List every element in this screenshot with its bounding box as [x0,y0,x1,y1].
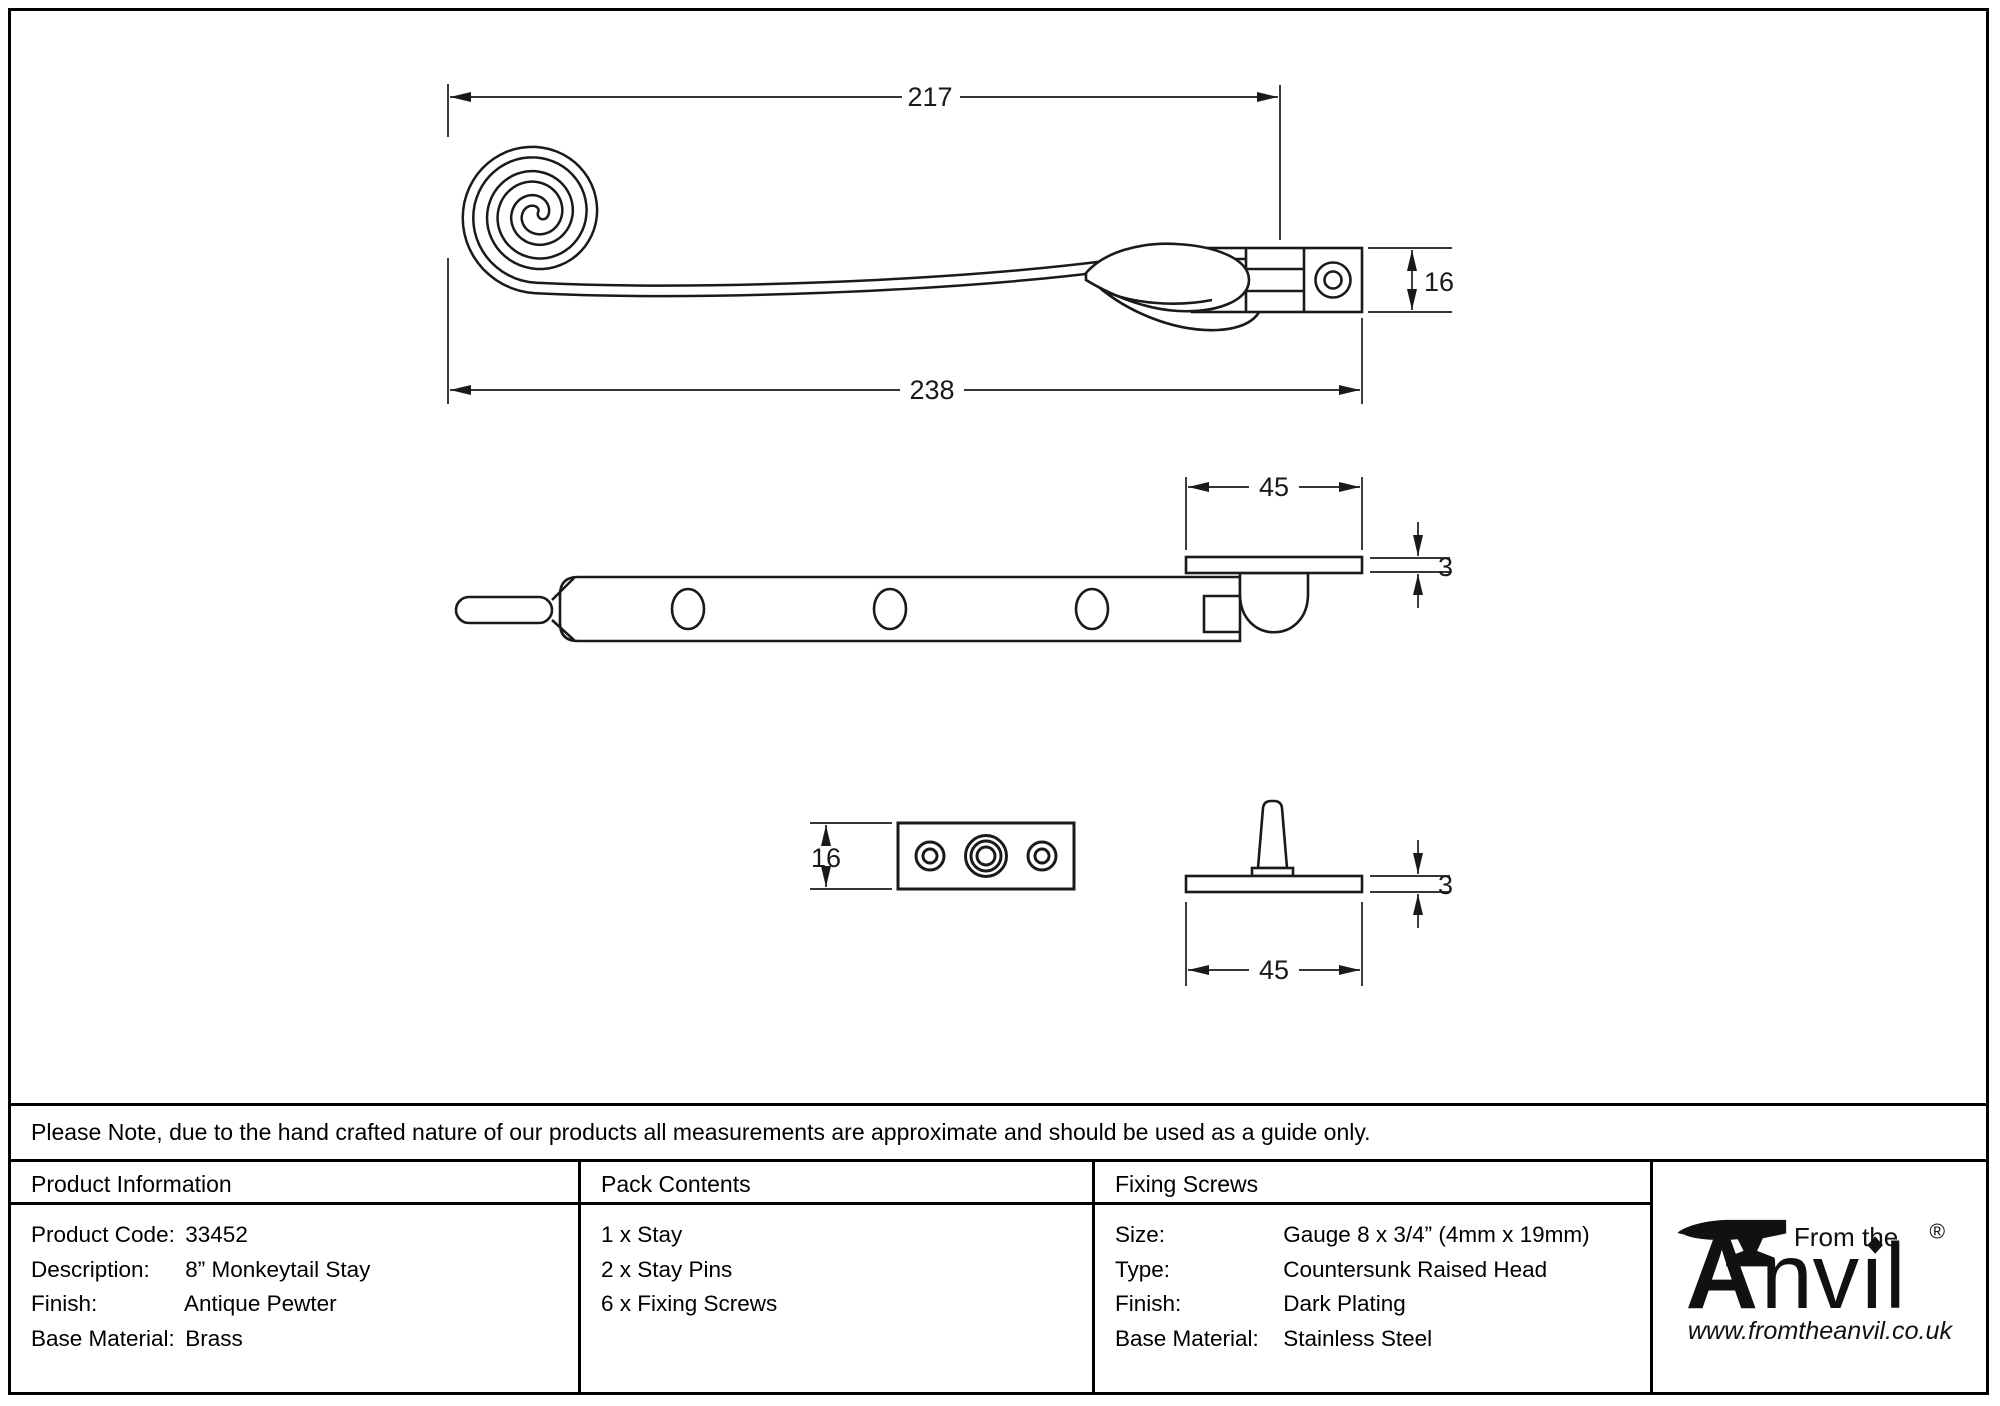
bar-hole-3 [1074,587,1110,631]
pack-item-stay-pins: 2 x Stay Pins [601,1256,733,1282]
anvil-icon [1677,1219,1786,1266]
screw-type-label: Type: [1115,1256,1171,1282]
pack-contents-header: Pack Contents [578,1162,1092,1205]
dim-label-238: 238 [909,375,954,405]
brand-url: www.fromtheanvil.co.uk [1687,1316,1953,1344]
drawing-area: 217 238 16 45 3 16 3 45 [11,11,1986,1103]
screw-finish-label: Finish: [1115,1291,1182,1316]
stay-side-view [461,145,1364,332]
from-the-anvil-logo: From the A nvıl ® www.fromtheanvil.co.uk [1677,1217,1953,1344]
finish-label: Finish: [31,1291,98,1316]
brand-logo: From the A nvıl ® www.fromtheanvil.co.uk [1650,1162,1986,1392]
product-information-body: Product Code: 33452 Description: 8” Monk… [11,1205,578,1392]
bar-slot [1202,594,1240,634]
description-value: 8” Monkeytail Stay [185,1256,371,1282]
fixing-screws-header: Fixing Screws [1092,1162,1650,1205]
teardrop-end [1084,242,1251,313]
pin-base-plate [1184,874,1364,894]
base-material-row: Base Material: Brass [31,1322,578,1357]
dim-label-45-keeper: 45 [1259,472,1289,502]
dim-label-16-pin-plate: 16 [811,843,841,873]
keeper-plate [1184,555,1364,575]
pin-plate-hole-left-inner [921,847,939,865]
pin-boss-mid [969,839,1003,873]
teardrop-inner-line [1101,288,1213,305]
pin-side-view [1184,799,1364,894]
dim-label-3-pin-plate: 3 [1438,870,1453,900]
keeper-hook [1238,571,1310,634]
bracket-screw-hole-inner [1323,270,1343,290]
bracket-screw-hole-outer [1314,261,1352,299]
measurement-note: Please Note, due to the hand crafted nat… [11,1103,1986,1159]
technical-drawing: 217 238 16 45 3 16 3 45 [447,82,1454,986]
sheet-frame: 217 238 16 45 3 16 3 45 Please Note, due… [8,8,1989,1395]
screw-base-material-value: Stainless Steel [1283,1325,1433,1351]
fixing-screws-body: Size: Gauge 8 x 3/4” (4mm x 19mm) Type: … [1092,1205,1650,1392]
screw-base-material-label: Base Material: [1115,1325,1259,1351]
dimension-lines [447,84,1452,986]
screw-base-material-row: Base Material: Stainless Steel [1115,1322,1650,1357]
product-code-row: Product Code: 33452 [31,1218,578,1253]
screw-finish-value: Dark Plating [1283,1291,1406,1316]
description-row: Description: 8” Monkeytail Stay [31,1253,578,1288]
stay-plan-view [454,555,1364,643]
spec-tables: Product Information Pack Contents Fixing… [11,1159,1986,1392]
pin-plate-hole-right-outer [1026,840,1058,872]
screw-type-value: Countersunk Raised Head [1283,1256,1548,1282]
diamond-dot-icon [1866,1235,1883,1254]
product-code-label: Product Code: [31,1222,175,1247]
pin-plate-hole-right-inner [1033,847,1051,865]
bar-shoulder-bottom [551,619,575,641]
logo-letters-nvil: nvıl [1760,1223,1905,1327]
pack-item-fixing-screws: 6 x Fixing Screws [601,1291,778,1316]
bar-hole-2 [872,587,908,631]
pack-item-stay: 1 x Stay [601,1222,683,1247]
registered-mark: ® [1929,1219,1945,1243]
screw-size-row: Size: Gauge 8 x 3/4” (4mm x 19mm) [1115,1218,1650,1253]
monkeytail-spiral-arm-inner [463,148,1112,295]
screw-type-row: Type: Countersunk Raised Head [1115,1253,1650,1288]
pin-cone [1256,799,1289,870]
dim-label-217: 217 [907,82,952,112]
dim-label-16-bracket: 16 [1424,267,1454,297]
base-material-value: Brass [185,1325,243,1351]
finish-row: Finish: Antique Pewter [31,1287,578,1322]
screw-size-label: Size: [1115,1222,1166,1247]
pin-boss-outer [964,834,1008,878]
bar-hole-1 [670,587,706,631]
description-label: Description: [31,1256,150,1282]
dim-label-3-keeper: 3 [1438,552,1453,582]
pin-plate-hole-left-outer [914,840,946,872]
screw-size-value: Gauge 8 x 3/4” (4mm x 19mm) [1283,1222,1590,1247]
product-information-header: Product Information [11,1162,578,1205]
pin-plate-top-view [896,821,1076,891]
dim-label-45-pin-plate: 45 [1259,955,1289,985]
pin-boss-inner [975,845,997,867]
base-material-label: Base Material: [31,1325,175,1351]
logo-letter-a: A [1685,1217,1758,1329]
measurement-note-text: Please Note, due to the hand crafted nat… [31,1119,1371,1145]
stay-tail-rod [454,595,554,625]
product-code-value: 33452 [185,1222,248,1247]
screw-finish-row: Finish: Dark Plating [1115,1287,1650,1322]
bar-shoulder-top [551,577,575,601]
dimension-labels: 217 238 16 45 3 16 3 45 [811,82,1454,985]
finish-value: Antique Pewter [184,1291,337,1316]
pack-contents-body: 1 x Stay 2 x Stay Pins 6 x Fixing Screws [578,1205,1092,1392]
